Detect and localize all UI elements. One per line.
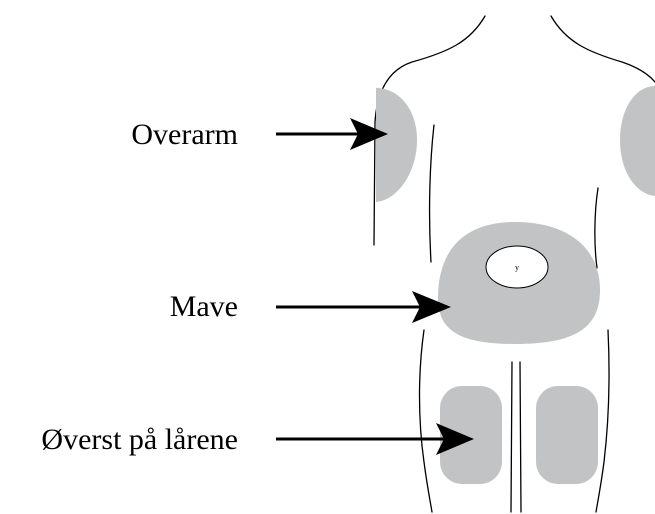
right-torso-line	[595, 188, 598, 268]
labels: Overarm Mave Øverst på lårene	[41, 118, 238, 456]
arrow-abdomen	[276, 291, 451, 323]
arrow-upper-arm	[276, 118, 388, 150]
navel-exclusion: y	[486, 246, 548, 288]
right-inner-leg-line	[520, 362, 521, 512]
label-abdomen: Mave	[170, 290, 238, 323]
left-hip-outline	[420, 330, 433, 512]
upper-arm-zone-right	[620, 86, 655, 196]
navel-mark: y	[515, 263, 519, 272]
right-shoulder-arm-outline	[551, 16, 655, 82]
left-inner-leg-line	[511, 362, 512, 512]
arrow-thigh	[276, 423, 474, 455]
thigh-zone-right	[536, 386, 598, 484]
label-thighs: Øverst på lårene	[41, 423, 238, 456]
label-upper-arm: Overarm	[131, 118, 238, 151]
upper-arm-zone-left	[376, 88, 417, 202]
left-torso-line	[430, 125, 434, 262]
